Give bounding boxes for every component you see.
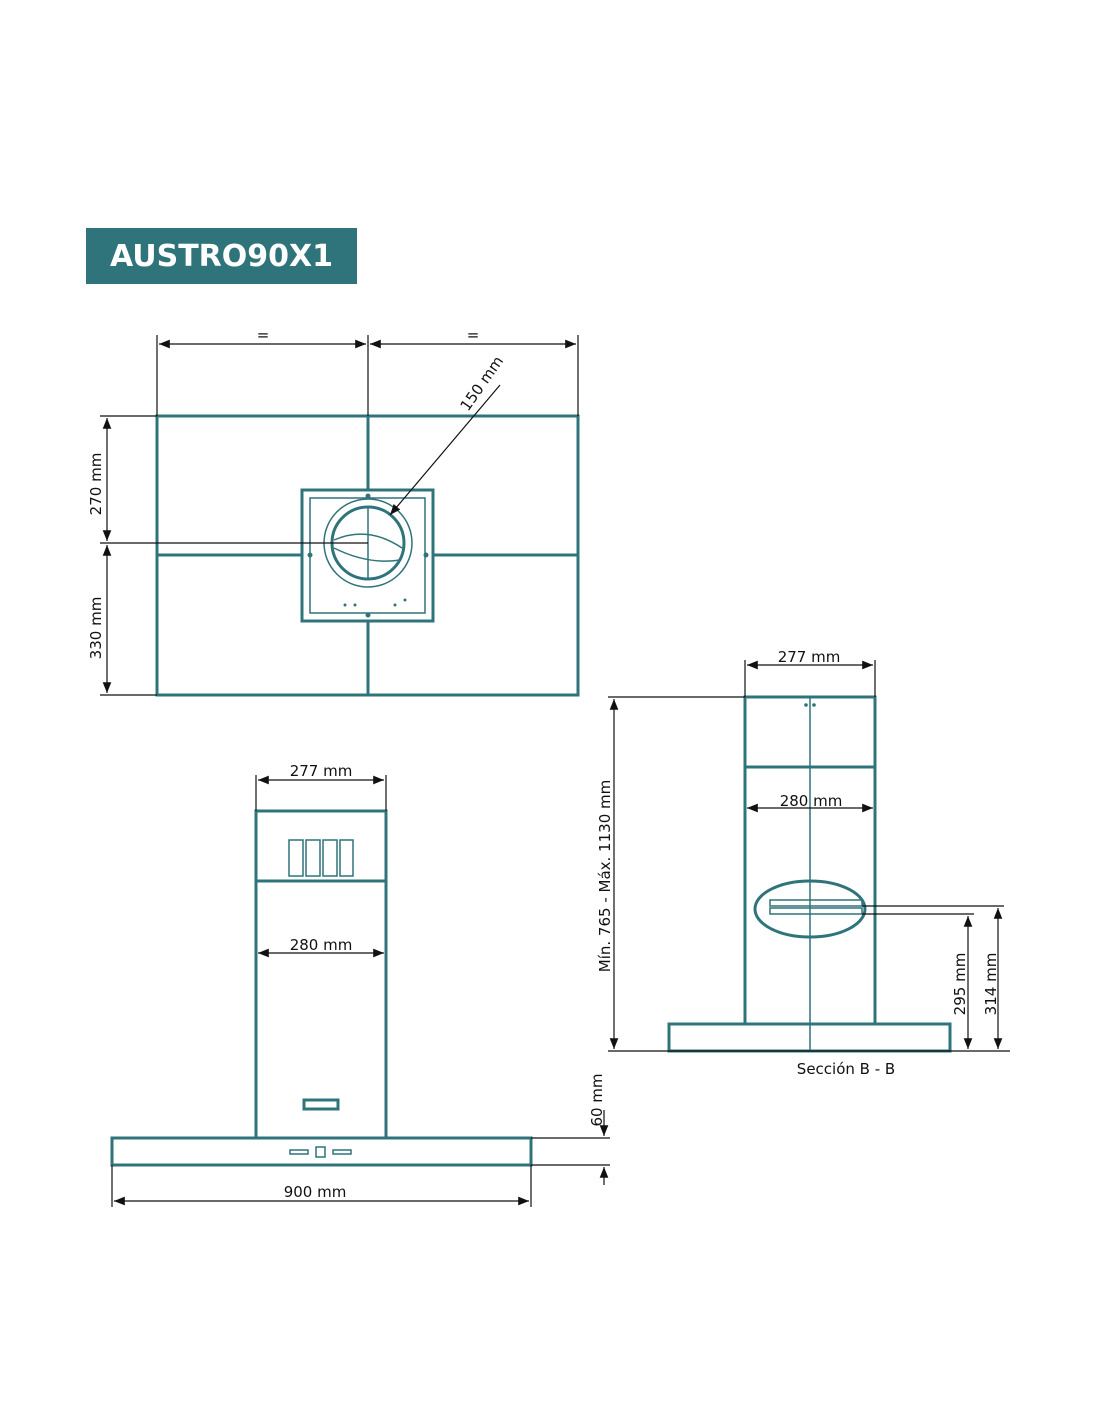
equal-mark-left: = bbox=[257, 326, 270, 344]
height-a-label: 295 mm bbox=[951, 953, 969, 1016]
front-top-width-label: 277 mm bbox=[290, 762, 353, 780]
total-width-label: 900 mm bbox=[284, 1183, 347, 1201]
height-b-label: 314 mm bbox=[982, 953, 1000, 1016]
front-chimney-width-label: 280 mm bbox=[290, 936, 353, 954]
duct-diameter-label: 150 mm bbox=[457, 353, 508, 415]
equal-mark-right: = bbox=[467, 326, 480, 344]
depth-back-label: 330 mm bbox=[87, 597, 105, 660]
top-view: = = 150 mm 270 mm 330 mm bbox=[87, 326, 580, 697]
canopy bbox=[110, 1136, 533, 1167]
depth-front-label: 270 mm bbox=[87, 453, 105, 516]
section-chimney-width-label: 280 mm bbox=[780, 792, 843, 810]
front-view: 277 mm 280 mm 60 mm 900 mm bbox=[110, 762, 610, 1207]
model-title: AUSTRO90X1 bbox=[86, 228, 357, 284]
section-caption: Sección B - B bbox=[797, 1060, 895, 1078]
section-view: 277 mm 280 mm Mín. 765 - Máx. 1130 mm 29… bbox=[596, 648, 1010, 1078]
canopy-height-label: 60 mm bbox=[588, 1073, 606, 1126]
height-range-label: Mín. 765 - Máx. 1130 mm bbox=[596, 780, 614, 972]
light-switch bbox=[302, 1098, 340, 1111]
section-top-width-label: 277 mm bbox=[778, 648, 841, 666]
